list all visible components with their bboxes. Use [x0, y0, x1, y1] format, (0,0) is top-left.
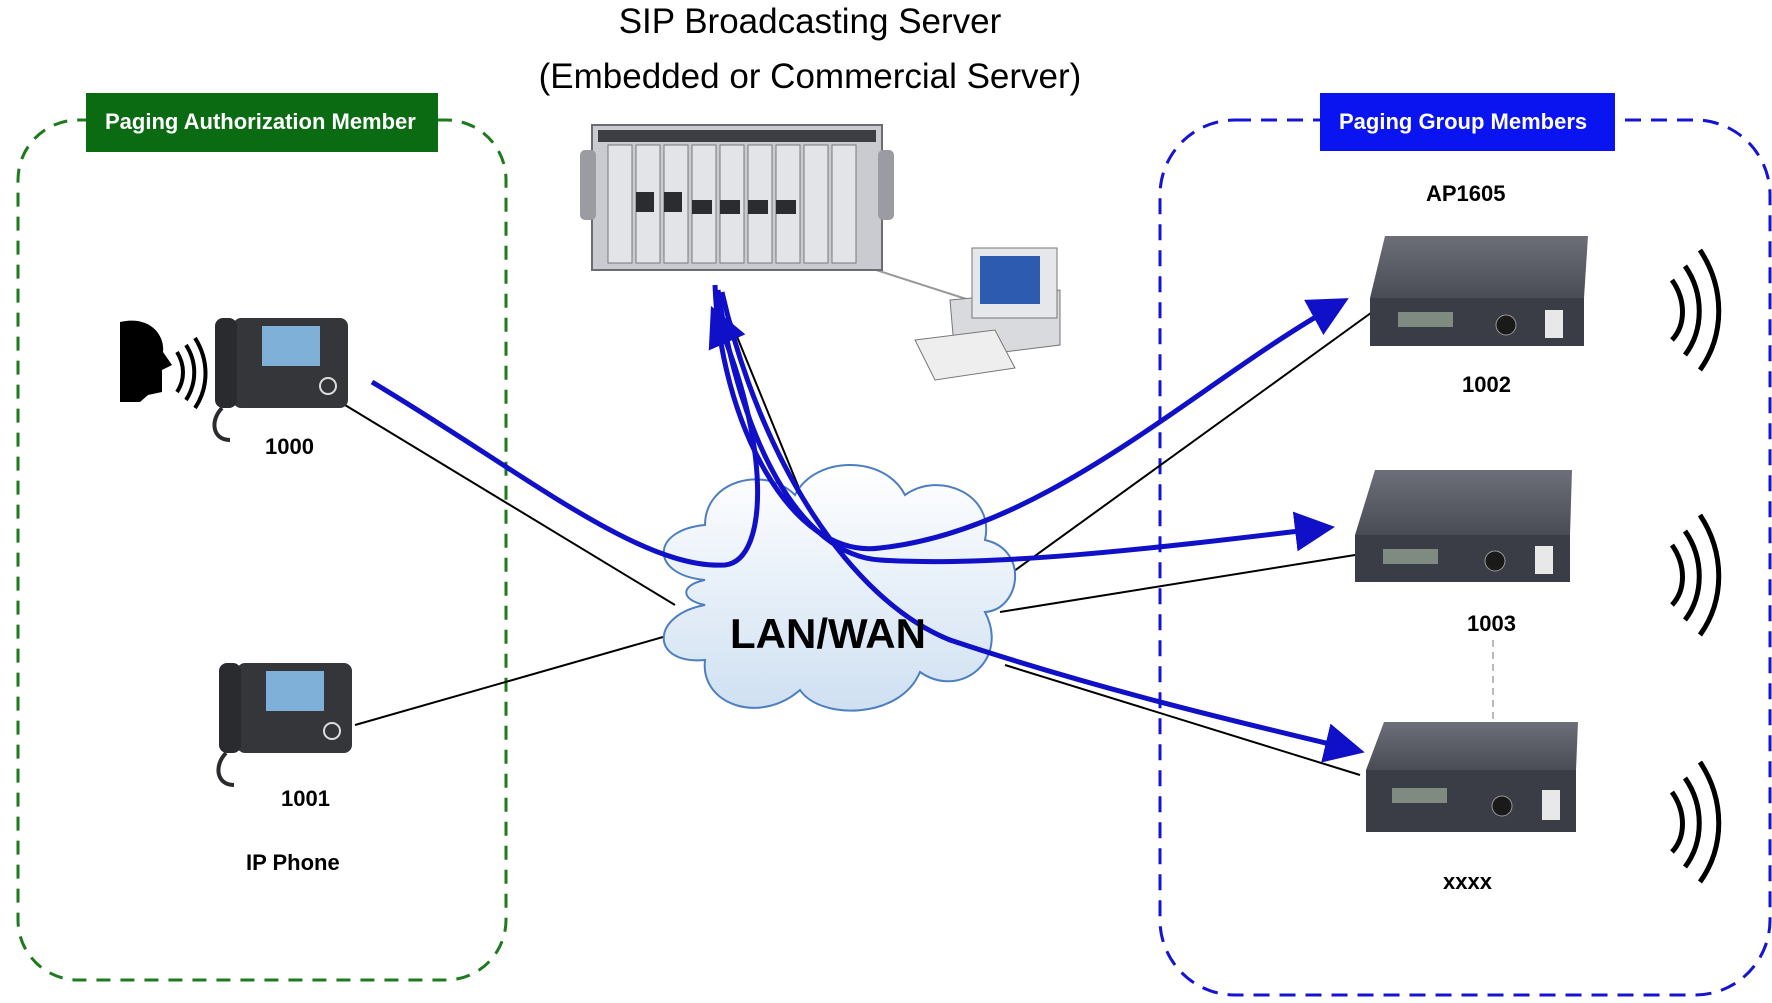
link-phone-1001: [354, 634, 671, 726]
link-speaker-1003: [999, 554, 1356, 613]
speaker-ext-label: xxxx: [1443, 869, 1492, 894]
network-label: LAN/WAN: [730, 610, 926, 657]
link-phone-1000: [344, 404, 676, 606]
paging-amplifier-icon: [1366, 722, 1578, 832]
sound-wave-icon: [1669, 513, 1722, 637]
flow-server-to-xxxx: [719, 291, 1365, 763]
authorization-group-label: Paging Authorization Member: [105, 109, 416, 134]
diagram-subtitle: (Embedded or Commercial Server): [538, 57, 1082, 96]
paging-amplifier-icon: [1355, 470, 1572, 582]
phone-ext-label: 1000: [265, 434, 314, 459]
phone-ext-label: 1001: [281, 786, 330, 811]
paging-flows: [370, 284, 1365, 763]
phone-caption: IP Phone: [246, 850, 340, 875]
paging-group-boundary: [1158, 118, 1772, 997]
speaker-ext-label: 1002: [1462, 372, 1511, 397]
paging-group-label: Paging Group Members: [1339, 109, 1588, 134]
link-speaker-xxxx: [1004, 664, 1361, 776]
ip-phone-icon: [212, 318, 348, 442]
flow-server-to-1002: [712, 284, 1349, 552]
diagram-title: SIP Broadcasting Server: [618, 2, 1002, 41]
ip-phone-icon: [216, 663, 352, 787]
authorization-group-tag-bg: [86, 93, 438, 152]
speaking-person-icon: [120, 320, 208, 410]
paging-amplifier-icon: [1370, 236, 1588, 346]
rack-server-icon: [580, 124, 894, 271]
flow-phone-to-server: [370, 305, 760, 568]
paging-group-tag-bg: [1320, 93, 1615, 151]
link-speaker-1002: [984, 309, 1376, 593]
desktop-computer-icon: [914, 247, 1061, 381]
sound-wave-icon: [1669, 248, 1722, 372]
speaker-model-label: AP1605: [1426, 181, 1506, 206]
lan-wan-cloud: [662, 464, 1016, 712]
flow-server-to-1003: [715, 289, 1335, 565]
sound-wave-icon: [1669, 760, 1722, 884]
speaker-ext-label: 1003: [1467, 611, 1516, 636]
